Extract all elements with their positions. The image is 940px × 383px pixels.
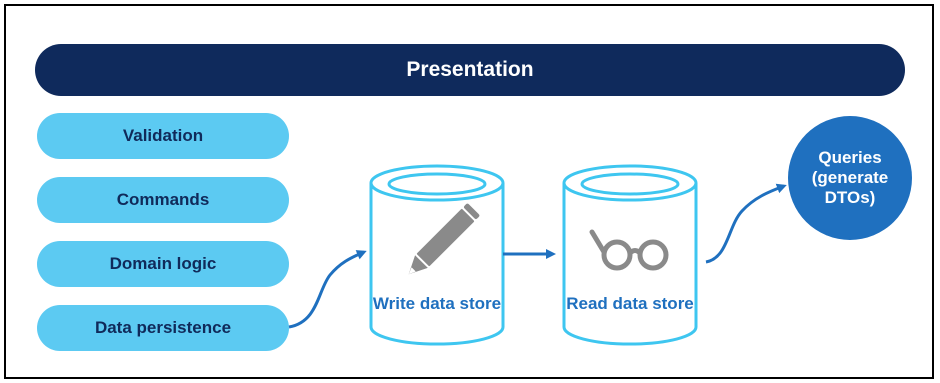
queries-label: Queries (generate DTOs)	[811, 148, 889, 207]
arrow-read-to-queries	[705, 183, 787, 264]
domain-logic-pill: Domain logic	[37, 241, 289, 287]
presentation-bar: Presentation	[35, 44, 905, 96]
data-persistence-pill: Data persistence	[37, 305, 289, 351]
pencil-icon	[408, 203, 480, 275]
queries-circle: Queries (generate DTOs)	[788, 116, 912, 240]
read-data-store-label: Read data store	[566, 294, 694, 313]
glasses-icon	[589, 229, 669, 271]
write-data-store-label: Write data store	[372, 294, 502, 313]
read-data-store-cylinder	[562, 164, 698, 346]
validation-pill: Validation	[37, 113, 289, 159]
commands-pill: Commands	[37, 177, 289, 223]
arrow-persistence-to-write	[288, 250, 367, 329]
